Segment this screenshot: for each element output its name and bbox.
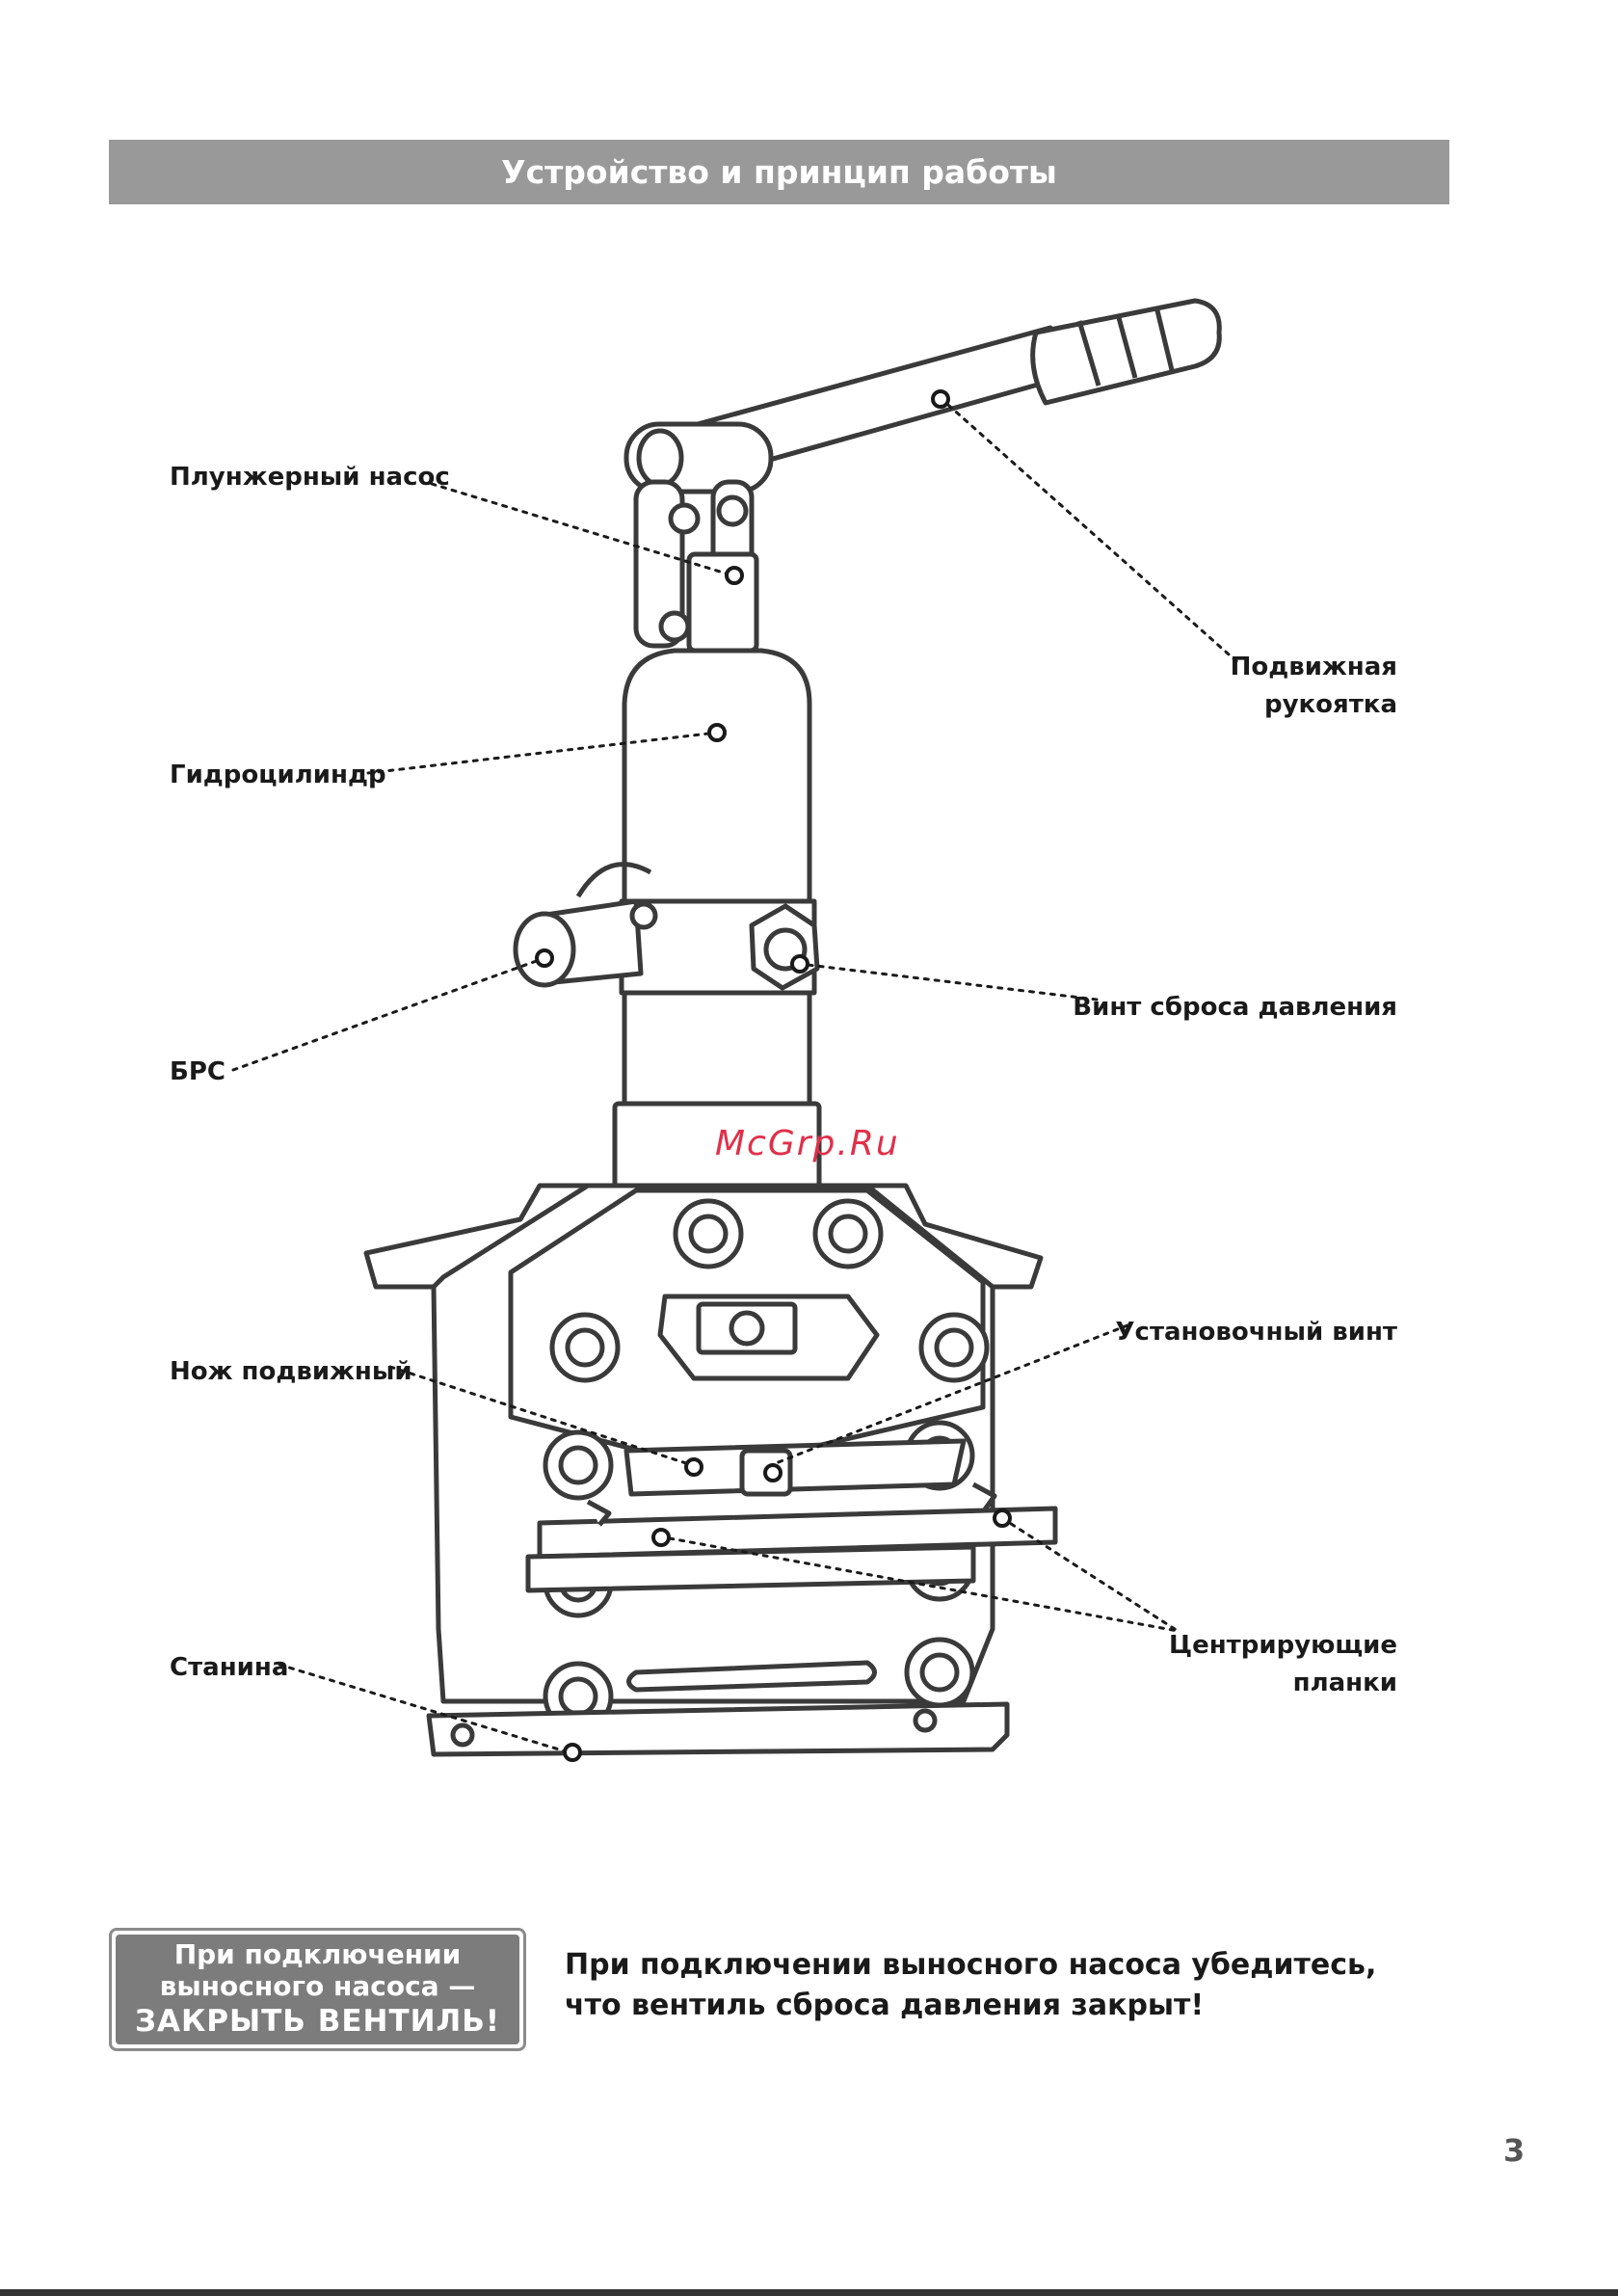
warning-badge-line1: При подключении: [173, 1938, 462, 1970]
marker-centering-bar-2: [993, 1508, 1012, 1528]
marker-brs: [535, 948, 554, 968]
section-header: Устройство и принцип работы: [109, 140, 1449, 204]
marker-frame: [563, 1743, 582, 1762]
leader-lines: [231, 396, 1238, 1754]
label-centering-bars-line2: планки: [1292, 1669, 1397, 1697]
warning-badge-inner: При подключении выносного насоса — ЗАКРЫ…: [116, 1935, 519, 2044]
warning-badge-line2: выносного насоса —: [159, 1970, 476, 2002]
label-pressure-release-screw: Винт сброса давления: [1073, 993, 1397, 1022]
warning-text: При подключении выносного насоса убедите…: [565, 1945, 1376, 2026]
page-number: 3: [1503, 2132, 1525, 2169]
label-movable-handle-line1: Подвижная: [1230, 653, 1397, 681]
callout-markers: [535, 389, 1012, 1762]
label-hydraulic-cylinder: Гидроцилиндр: [170, 761, 386, 789]
warning-text-line2: что вентиль сброса давления закрыт!: [565, 1989, 1205, 2022]
section-title: Устройство и принцип работы: [501, 153, 1057, 191]
marker-release-screw: [790, 954, 809, 974]
centering-bar-lower: [525, 1544, 976, 1593]
pump-plunger: [686, 551, 759, 654]
label-plunger-pump: Плунжерный насос: [170, 463, 450, 492]
marker-movable-knife: [684, 1457, 703, 1477]
label-frame: Станина: [170, 1653, 289, 1682]
marker-plunger-pump: [725, 566, 744, 585]
warning-badge-line3: ЗАКРЫТЬ ВЕНТИЛЬ!: [134, 2004, 501, 2039]
movable-knife: [623, 1438, 967, 1497]
watermark: McGrp.Ru: [715, 1124, 900, 1163]
label-movable-knife: Нож подвижный: [170, 1357, 412, 1386]
warning-badge: При подключении выносного насоса — ЗАКРЫ…: [109, 1928, 526, 2051]
hydraulic-cylinder-body: [622, 648, 812, 1111]
frame-base: [426, 1701, 1010, 1757]
marker-setting-screw: [763, 1463, 782, 1482]
label-brs: БРС: [170, 1057, 225, 1086]
bottom-rule: [0, 2289, 1618, 2296]
label-movable-handle-line2: рукоятка: [1263, 690, 1397, 719]
label-setting-screw: Установочный винт: [1115, 1318, 1397, 1347]
centering-bar-upper: [537, 1506, 1058, 1560]
marker-centering-bar-1: [651, 1528, 671, 1547]
label-centering-bars-line1: Центрирующие: [1168, 1631, 1397, 1660]
marker-movable-handle: [931, 389, 950, 409]
warning-text-line1: При подключении выносного насоса убедите…: [565, 1948, 1377, 1982]
frame-slot: [626, 1660, 877, 1693]
marker-hydraulic-cylinder: [707, 723, 727, 742]
tool-illustration: [363, 298, 1222, 1757]
